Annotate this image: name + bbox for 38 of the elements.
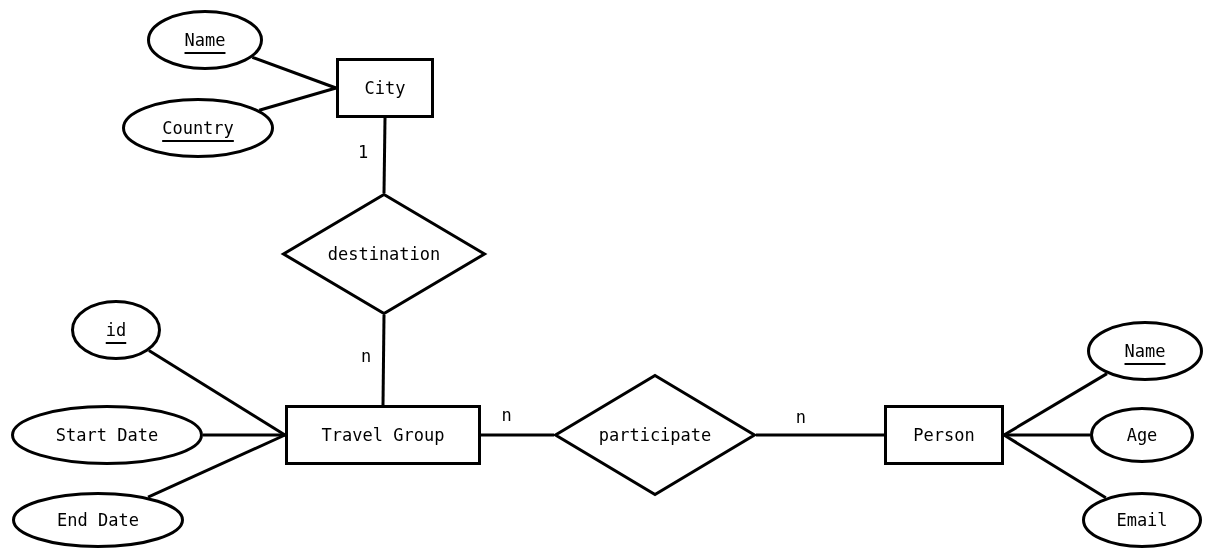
connector-line	[147, 433, 286, 499]
connector-line	[1003, 372, 1108, 437]
relationship-name: destination	[327, 244, 441, 264]
attribute-ellipse	[147, 10, 263, 70]
attribute-ellipse	[122, 98, 274, 158]
entity-name: Travel Group	[321, 425, 445, 445]
attribute-name: Start Date	[55, 425, 159, 445]
connector-line	[756, 433, 884, 437]
entity-name: Person	[913, 425, 975, 445]
attribute-ellipse	[11, 405, 203, 465]
attribute-name: Email	[1116, 510, 1168, 530]
attribute-ellipse	[1090, 407, 1194, 463]
attribute-ellipse	[1082, 492, 1202, 548]
connector-line	[148, 349, 286, 437]
attribute-name: Age	[1126, 425, 1158, 445]
entity-name: City	[364, 78, 406, 98]
entity-box	[884, 405, 1004, 465]
connector-line	[1003, 433, 1107, 499]
attribute-name: Country	[162, 118, 234, 138]
connector-line	[381, 315, 386, 405]
attribute-name: Name	[1124, 341, 1166, 361]
attribute-name: id	[105, 320, 127, 340]
connector-line	[203, 433, 285, 437]
connector-line	[382, 117, 387, 194]
entity-box	[336, 58, 434, 118]
entity-box	[285, 405, 481, 465]
connector-line	[251, 55, 337, 90]
attribute-ellipse	[1087, 321, 1203, 381]
connector-line	[481, 433, 554, 437]
attribute-ellipse	[71, 300, 161, 360]
attribute-name: End Date	[57, 510, 139, 530]
connector-line	[258, 86, 337, 112]
relationship-diamond	[554, 374, 756, 496]
relationship-diamond	[282, 193, 486, 315]
relationship-name: participate	[598, 425, 712, 445]
attribute-name: Name	[184, 30, 226, 50]
attribute-ellipse	[12, 492, 184, 548]
connector-line	[1004, 433, 1090, 437]
